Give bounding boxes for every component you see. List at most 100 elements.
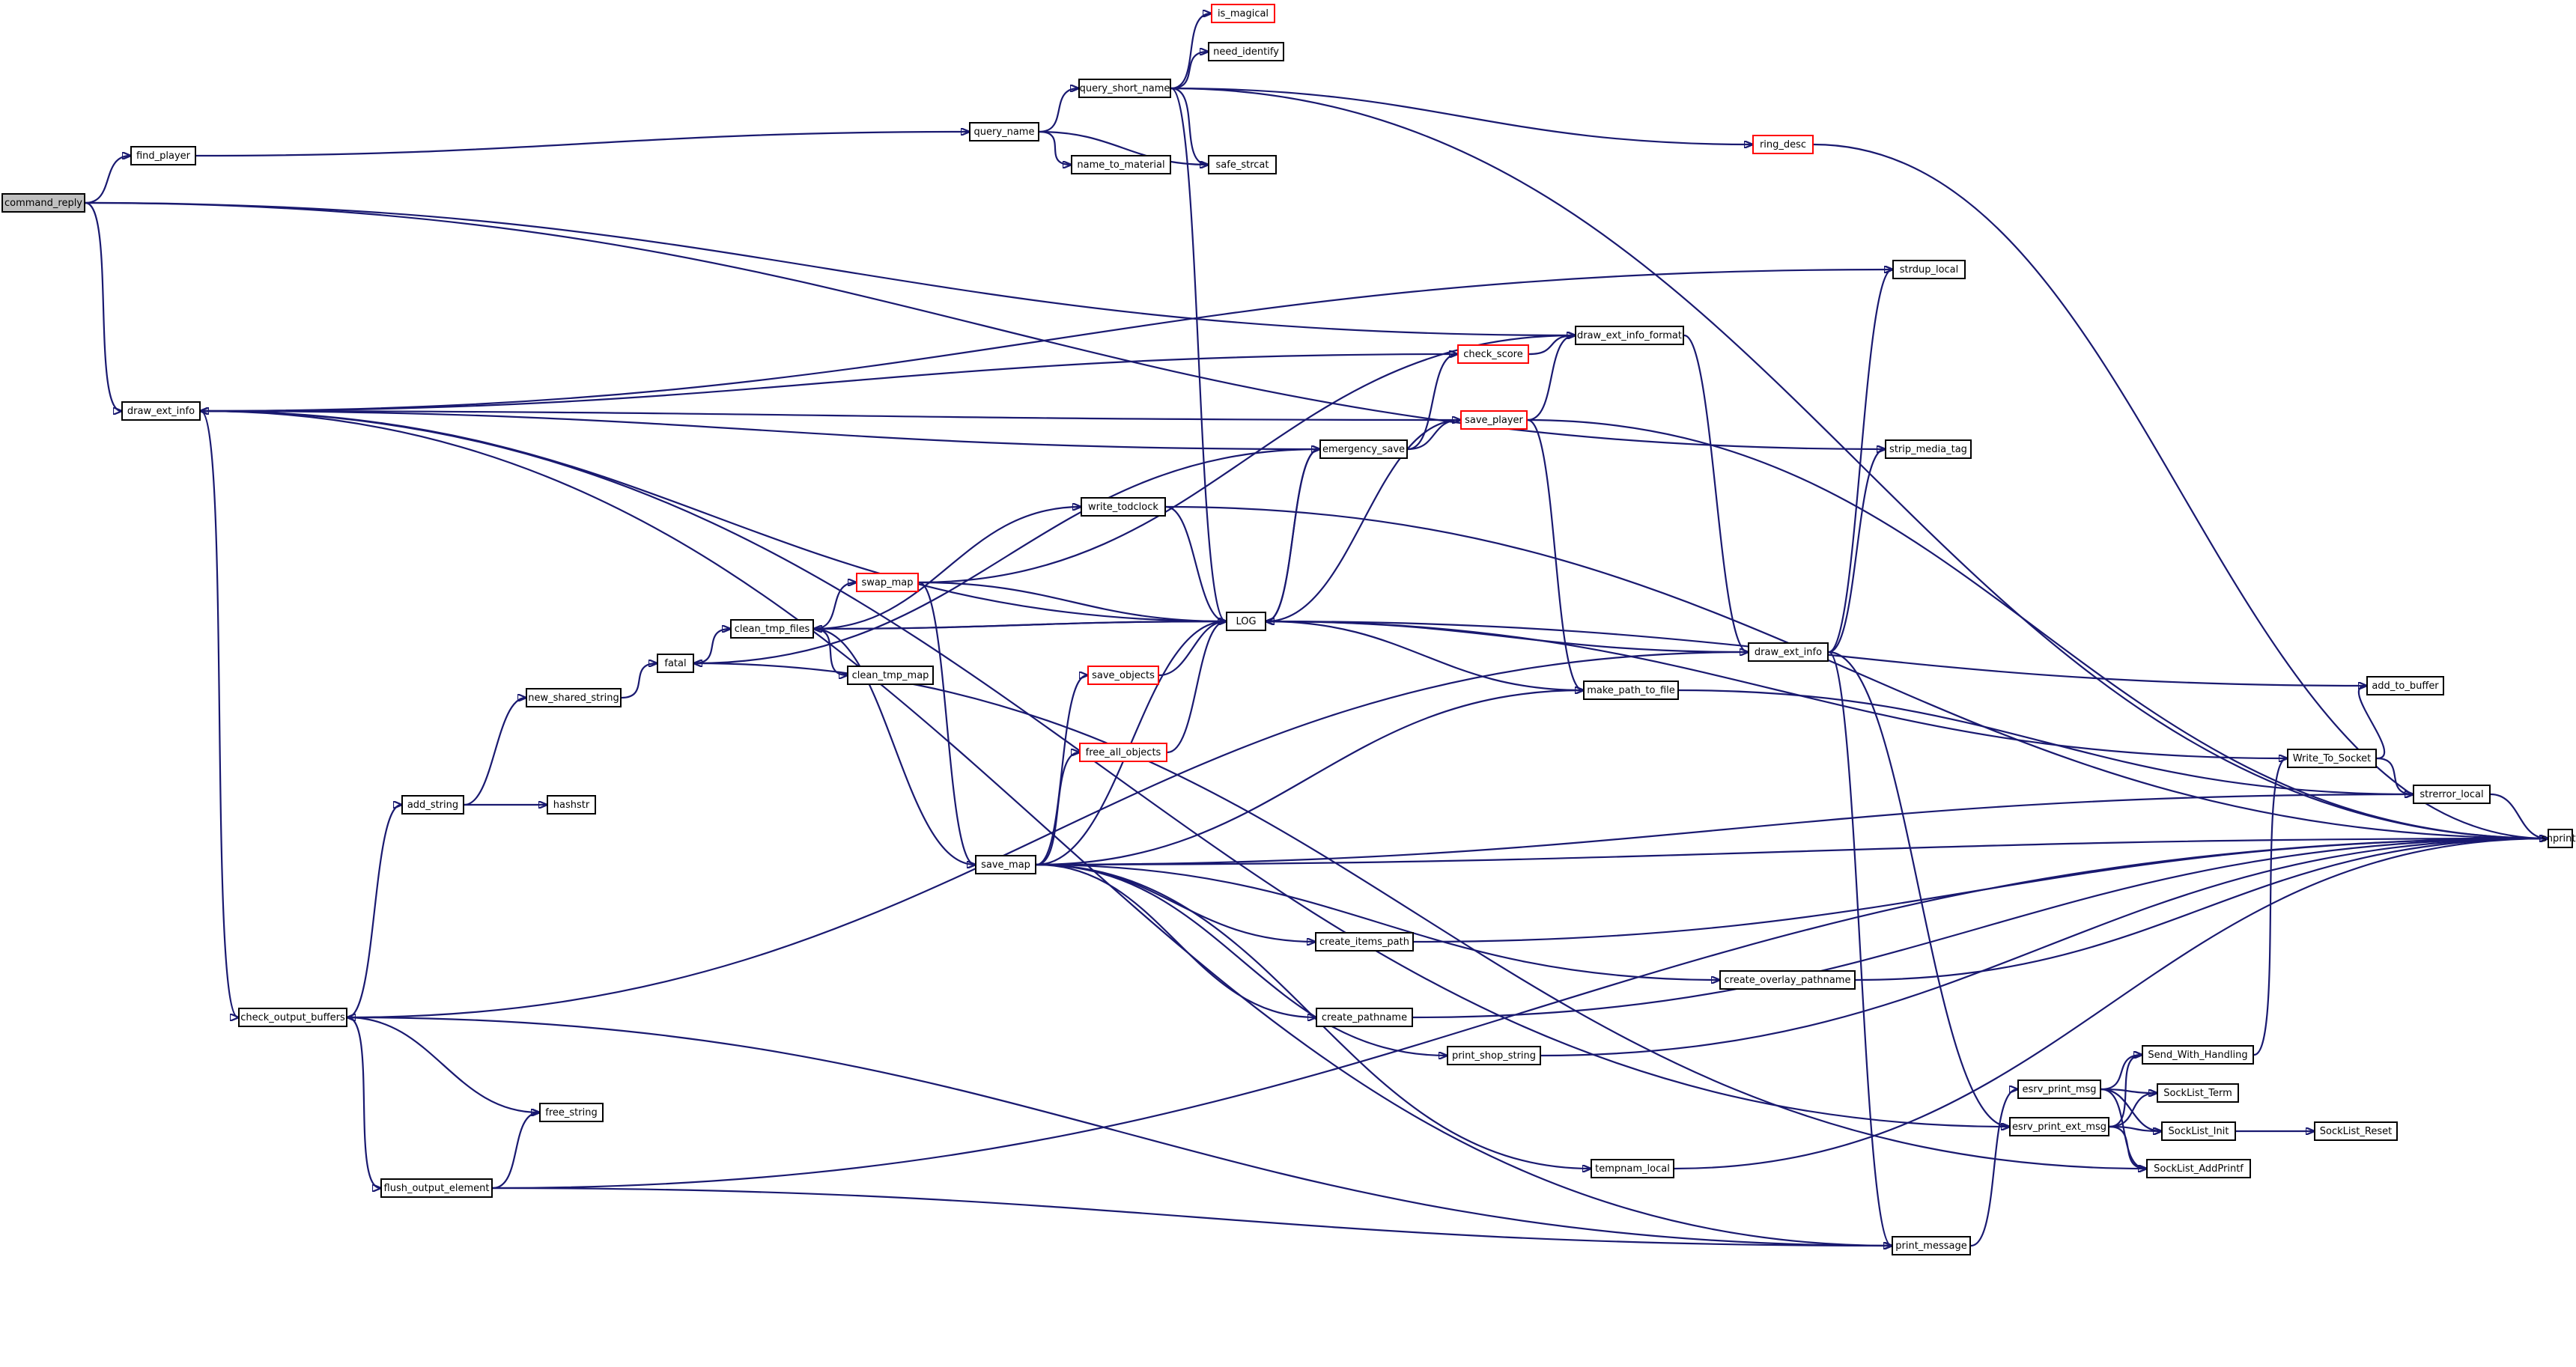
node-make_path_to_file[interactable]: make_path_to_file bbox=[1583, 681, 1679, 700]
node-draw_ext_info-2[interactable]: draw_ext_info bbox=[1748, 642, 1829, 662]
node-create_overlay_pathname[interactable]: create_overlay_pathname bbox=[1719, 970, 1856, 990]
node-SockList_Term[interactable]: SockList_Term bbox=[2157, 1083, 2239, 1103]
node-Write_To_Socket[interactable]: Write_To_Socket bbox=[2287, 749, 2377, 768]
node-esrv_print_msg[interactable]: esrv_print_msg bbox=[2017, 1080, 2101, 1099]
node-label: swap_map bbox=[861, 576, 914, 588]
node-command_reply[interactable]: command_reply bbox=[1, 193, 85, 213]
node-label: Write_To_Socket bbox=[2292, 752, 2372, 764]
node-save_map[interactable]: save_map bbox=[975, 855, 1036, 874]
node-create_items_path[interactable]: create_items_path bbox=[1315, 932, 1414, 952]
edge-clean_tmp_files-to-swap_map bbox=[813, 582, 856, 630]
edge-draw_ext_info-to-esrv_print_ext_msg bbox=[200, 410, 2009, 1127]
node-label: draw_ext_info bbox=[1754, 646, 1823, 658]
node-LOG[interactable]: LOG bbox=[1226, 612, 1266, 631]
node-label: strip_media_tag bbox=[1889, 443, 1967, 455]
edge-save_player-to-LOG bbox=[1266, 418, 1461, 621]
edge-esrv_print_ext_msg-to-SockList_Term bbox=[2109, 1093, 2157, 1128]
edge-query_short_name-to-LOG bbox=[1170, 87, 1226, 621]
node-label: add_to_buffer bbox=[2372, 680, 2439, 692]
edge-create_overlay_pathname-to-snprintf bbox=[1855, 838, 2548, 981]
node-query_short_name[interactable]: query_short_name bbox=[1078, 79, 1171, 98]
edge-clean_tmp_files-to-save_map bbox=[813, 627, 975, 865]
edge-flush_output_element-to-print_message bbox=[492, 1187, 1892, 1246]
edge-save_map-to-create_overlay_pathname bbox=[1036, 863, 1719, 980]
edge-draw_ext_info_2-to-esrv_print_ext_msg bbox=[1828, 651, 2009, 1127]
node-ring_desc[interactable]: ring_desc bbox=[1752, 135, 1814, 154]
node-draw_ext_info_format[interactable]: draw_ext_info_format bbox=[1575, 326, 1684, 345]
node-label: SockList_Init bbox=[2168, 1125, 2229, 1137]
edge-esrv_print_msg-to-SockList_AddPrintf bbox=[2100, 1088, 2146, 1169]
edge-swap_map-to-LOG bbox=[918, 581, 1226, 621]
node-draw_ext_info[interactable]: draw_ext_info bbox=[121, 401, 201, 421]
node-label: query_name bbox=[973, 126, 1035, 138]
node-save_player[interactable]: save_player bbox=[1460, 410, 1528, 430]
node-clean_tmp_map[interactable]: clean_tmp_map bbox=[847, 666, 934, 685]
edge-write_todclock-to-LOG bbox=[1165, 505, 1226, 621]
edge-tempnam_local-to-snprintf bbox=[1674, 838, 2548, 1170]
node-hashstr[interactable]: hashstr bbox=[547, 795, 596, 815]
node-SockList_Init[interactable]: SockList_Init bbox=[2161, 1121, 2236, 1141]
node-find_player[interactable]: find_player bbox=[130, 146, 196, 165]
node-is_magical[interactable]: is_magical bbox=[1211, 4, 1275, 23]
node-check_score[interactable]: check_score bbox=[1457, 344, 1529, 364]
node-new_shared_string[interactable]: new_shared_string bbox=[526, 688, 622, 707]
node-emergency_save[interactable]: emergency_save bbox=[1319, 439, 1408, 459]
node-SockList_Reset[interactable]: SockList_Reset bbox=[2314, 1121, 2398, 1141]
edge-draw_ext_info-to-check_output_buffers bbox=[200, 410, 238, 1017]
node-need_identify[interactable]: need_identify bbox=[1208, 42, 1284, 61]
edge-make_path_to_file-to-LOG bbox=[1266, 621, 1584, 692]
edge-query_name-to-name_to_material bbox=[1039, 130, 1071, 165]
edge-clean_tmp_files-to-LOG bbox=[813, 621, 1226, 630]
node-fatal[interactable]: fatal bbox=[657, 654, 694, 673]
node-free_all_objects[interactable]: free_all_objects bbox=[1079, 743, 1167, 762]
node-tempnam_local[interactable]: tempnam_local bbox=[1591, 1159, 1674, 1178]
node-write_todclock[interactable]: write_todclock bbox=[1081, 497, 1166, 517]
edge-save_objects-to-LOG bbox=[1158, 621, 1226, 677]
node-query_name[interactable]: query_name bbox=[969, 122, 1039, 141]
node-swap_map[interactable]: swap_map bbox=[856, 573, 919, 592]
node-flush_output_element[interactable]: flush_output_element bbox=[380, 1178, 493, 1198]
node-label: write_todclock bbox=[1088, 501, 1158, 513]
node-label: find_player bbox=[136, 150, 191, 162]
edge-emergency_save-to-save_player bbox=[1407, 420, 1460, 451]
edge-query_short_name-to-need_identify bbox=[1170, 52, 1208, 90]
node-strdup_local[interactable]: strdup_local bbox=[1892, 260, 1966, 279]
edge-query_name-to-safe_strcat bbox=[1039, 130, 1208, 165]
edge-add_string-to-new_shared_string bbox=[464, 698, 526, 806]
edge-command_reply-to-draw_ext_info bbox=[85, 201, 121, 411]
node-create_pathname[interactable]: create_pathname bbox=[1316, 1008, 1413, 1027]
node-name_to_material[interactable]: name_to_material bbox=[1071, 155, 1171, 174]
node-free_string[interactable]: free_string bbox=[539, 1103, 604, 1122]
node-label: print_message bbox=[1895, 1240, 1967, 1252]
node-strerror_local[interactable]: strerror_local bbox=[2413, 785, 2491, 804]
edge-save_map-to-make_path_to_file bbox=[1036, 690, 1583, 866]
node-label: need_identify bbox=[1213, 46, 1279, 58]
node-label: ring_desc bbox=[1759, 138, 1807, 150]
edge-Send_With_Handling-to-Write_To_Socket bbox=[2253, 758, 2287, 1056]
edge-strerror_local-to-snprintf bbox=[2490, 793, 2548, 838]
edge-save_map-to-print_shop_string bbox=[1036, 863, 1447, 1056]
edge-command_reply-to-strip_media_tag bbox=[85, 201, 1885, 449]
node-safe_strcat[interactable]: safe_strcat bbox=[1208, 155, 1277, 174]
node-print_shop_string[interactable]: print_shop_string bbox=[1447, 1046, 1541, 1065]
node-check_output_buffers[interactable]: check_output_buffers bbox=[238, 1008, 347, 1027]
node-label: new_shared_string bbox=[528, 692, 619, 704]
node-print_message[interactable]: print_message bbox=[1892, 1236, 1971, 1255]
edge-query_name-to-query_short_name bbox=[1039, 88, 1078, 133]
edge-query_short_name-to-is_magical bbox=[1170, 13, 1211, 90]
edge-save_player-to-draw_ext_info bbox=[201, 411, 1461, 421]
node-SockList_AddPrintf[interactable]: SockList_AddPrintf bbox=[2146, 1159, 2251, 1178]
node-esrv_print_ext_msg[interactable]: esrv_print_ext_msg bbox=[2009, 1117, 2109, 1136]
node-label: print_shop_string bbox=[1451, 1050, 1537, 1062]
node-save_objects[interactable]: save_objects bbox=[1087, 666, 1159, 685]
node-clean_tmp_files[interactable]: clean_tmp_files bbox=[730, 619, 814, 639]
node-label: esrv_print_ext_msg bbox=[2011, 1121, 2107, 1133]
node-add_string[interactable]: add_string bbox=[401, 795, 464, 815]
edge-fatal-to-emergency_save bbox=[693, 449, 1319, 665]
node-Send_With_Handling[interactable]: Send_With_Handling bbox=[2142, 1045, 2254, 1065]
node-snprintf[interactable]: snprintf bbox=[2542, 829, 2576, 848]
node-label: create_items_path bbox=[1319, 936, 1409, 948]
edge-LOG-to-emergency_save bbox=[1266, 449, 1319, 623]
node-strip_media_tag[interactable]: strip_media_tag bbox=[1885, 439, 1972, 459]
node-add_to_buffer[interactable]: add_to_buffer bbox=[2366, 676, 2444, 695]
